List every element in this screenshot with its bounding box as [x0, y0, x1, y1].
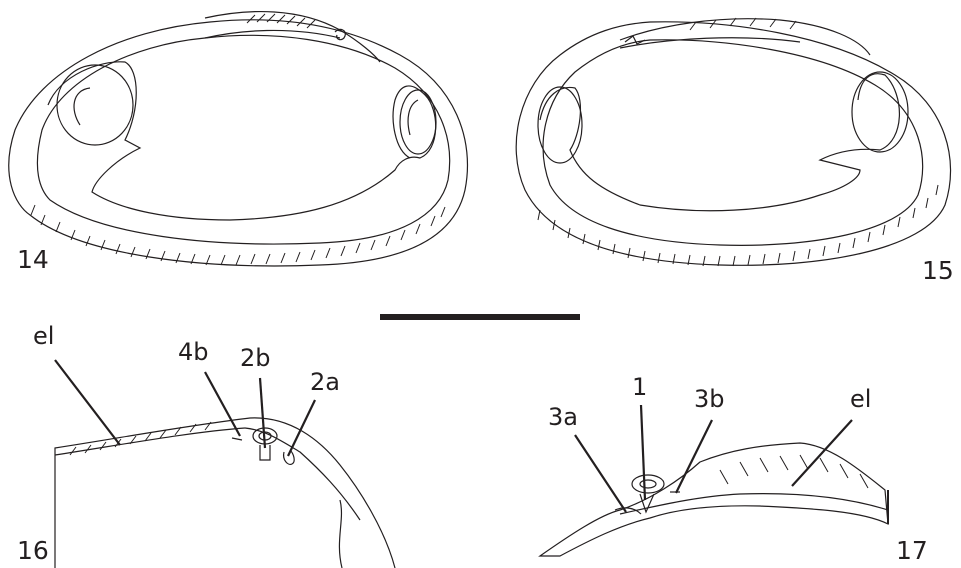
- valve-15-anterior-scar: [538, 87, 582, 163]
- label-17-el: el: [850, 387, 871, 411]
- leader-16-2a: [288, 400, 315, 456]
- label-16-2a: 2a: [310, 370, 340, 394]
- figure-number-15: 15: [922, 258, 954, 283]
- leader-16-4b: [205, 372, 240, 436]
- valve-14-hatching: [31, 205, 445, 265]
- leader-17-3b: [676, 420, 712, 493]
- figure-number-16: 16: [17, 538, 49, 563]
- valve-14-posterior-scar: [400, 90, 436, 154]
- leader-17-3a: [575, 435, 626, 512]
- label-16-4b: 4b: [178, 340, 209, 364]
- label-16-el: el: [33, 324, 54, 348]
- figure-number-17: 17: [896, 538, 928, 563]
- valve-14-anterior-scar: [57, 65, 133, 145]
- hinge-16-outline: [55, 418, 395, 568]
- valve-15-drawing: [516, 18, 950, 266]
- leader-17-el: [792, 420, 852, 486]
- hinge-16-drawing: [55, 418, 395, 568]
- valve-15-inner-margin: [543, 40, 923, 246]
- valve-15-outline: [516, 22, 950, 265]
- valve-15-hinge: [620, 19, 870, 55]
- label-16-2b: 2b: [240, 346, 271, 370]
- label-17-3a: 3a: [548, 405, 578, 429]
- label-17-1: 1: [632, 375, 647, 399]
- valve-14-pallial-line: [48, 62, 436, 220]
- valve-14-drawing: [9, 12, 468, 266]
- figure-number-14: 14: [17, 247, 49, 272]
- valve-15-pallial-line: [540, 74, 899, 211]
- valve-14-inner-margin: [37, 35, 449, 244]
- leader-16-el: [55, 360, 120, 445]
- label-17-3b: 3b: [694, 387, 725, 411]
- leader-16-2b: [260, 378, 265, 448]
